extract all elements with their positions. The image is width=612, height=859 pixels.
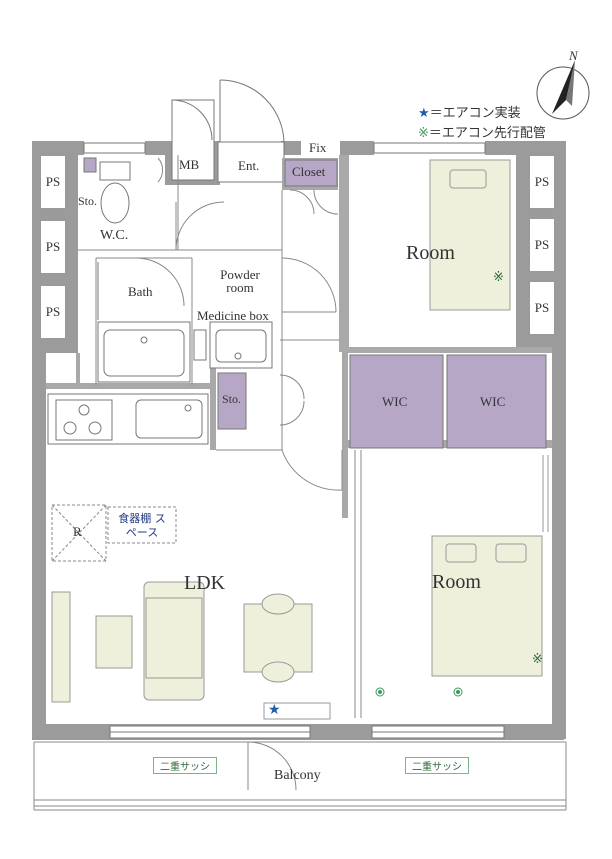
room-medicine-box: Medicine box: [197, 308, 269, 323]
ac-sleeve-icon: ※: [418, 126, 429, 141]
ac-unit-box: [263, 702, 331, 720]
door-swings: [135, 157, 343, 791]
room-mb: MB: [179, 157, 200, 172]
partition-lines: [78, 155, 362, 718]
ps-left-1: PS: [40, 155, 66, 209]
storage-fill: [83, 157, 547, 449]
room-bedroom-2: Room: [432, 571, 481, 593]
room-bedroom-1: Room: [406, 242, 455, 264]
ac-sleeve-room2-icon: ※: [532, 652, 543, 667]
room-fix: Fix: [309, 140, 327, 155]
room-powder: Powder room: [220, 267, 260, 295]
ps-right-2: PS: [529, 218, 555, 272]
ac-unit-star-icon: ★: [268, 703, 281, 718]
compass-north-label: N: [569, 48, 578, 63]
ps-right-1: PS: [529, 155, 555, 209]
ac-star-icon: ★: [418, 106, 430, 121]
double-sash-label-2: 二重サッシ: [405, 757, 469, 774]
room-entrance: Ent.: [238, 158, 260, 173]
ps-left-3: PS: [40, 285, 66, 339]
dish-cabinet-space: [107, 506, 177, 544]
toilet: [99, 161, 131, 224]
balcony-label: Balcony: [274, 768, 321, 783]
ps-left-2: PS: [40, 220, 66, 274]
ac-outlets: [375, 687, 463, 697]
entrance-walls: [171, 79, 285, 183]
legend-star-label: ＝エアコン実装: [429, 106, 521, 121]
outer-walls: [32, 141, 566, 740]
legend-sleeve: ※＝エアコン先行配管: [418, 122, 546, 141]
furniture: [51, 159, 543, 703]
room-closet: Closet: [292, 164, 326, 179]
windows: [83, 142, 505, 739]
room-ldk: LDK: [184, 572, 226, 594]
legend-sleeve-label: ＝エアコン先行配管: [428, 126, 546, 141]
dish-cabinet-label: 食器棚 スペース: [118, 512, 166, 539]
room-wic-2: WIC: [480, 394, 506, 409]
kitchen-counter: [47, 393, 209, 445]
sliding-doors: [369, 145, 549, 532]
refrigerator-space: [51, 504, 107, 562]
room-kitchen-storage: Sto.: [222, 392, 242, 406]
room-bath: Bath: [128, 284, 153, 299]
double-sash-label-1: 二重サッシ: [153, 757, 217, 774]
north-compass: [536, 60, 590, 120]
legend-star: ★＝エアコン実装: [418, 102, 521, 121]
room-wc-storage: Sto.: [78, 194, 98, 208]
room-wic-1: WIC: [382, 394, 408, 409]
ac-sleeve-room1-icon: ※: [493, 270, 504, 285]
ps-right-3: PS: [529, 281, 555, 335]
refrigerator-label: R: [73, 524, 82, 539]
balcony-area: [33, 741, 567, 811]
room-wc: W.C.: [100, 228, 129, 243]
bathtub: [97, 262, 191, 383]
washbasin: [193, 321, 273, 369]
